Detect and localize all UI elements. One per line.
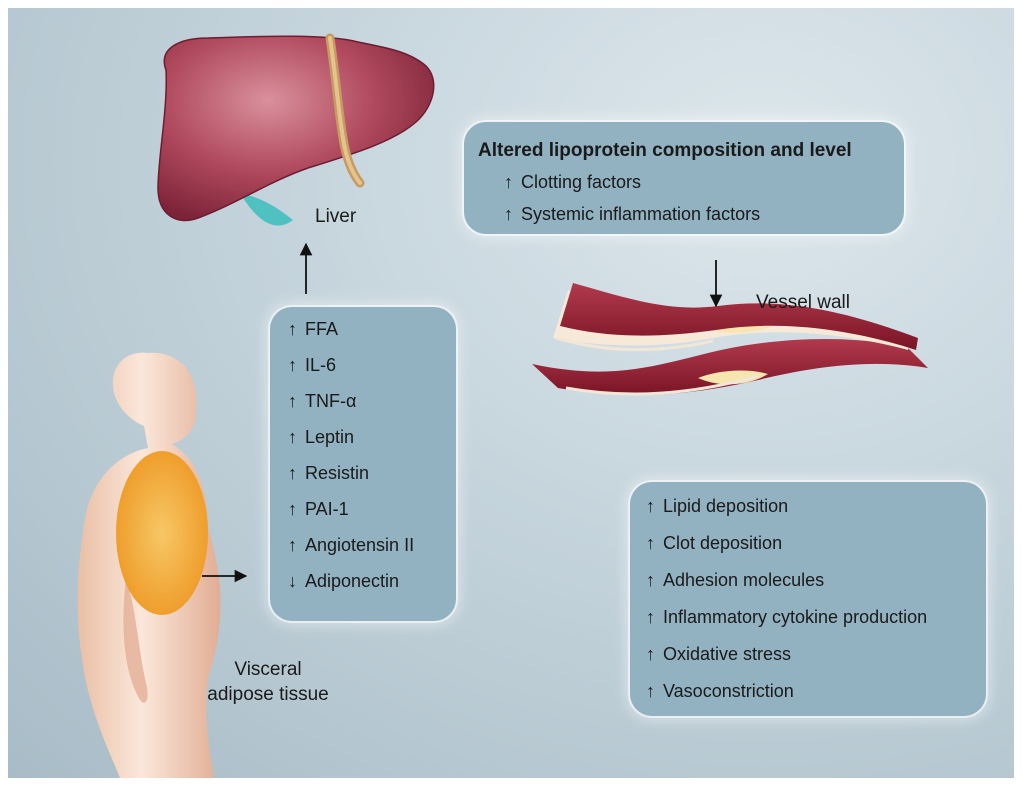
list-item: ↓Adiponectin	[288, 572, 399, 590]
human-figure	[78, 353, 221, 778]
adipose-label-line2: adipose tissue	[193, 683, 343, 708]
direction-arrow-icon: ↑	[288, 356, 305, 374]
item-text: Inflammatory cytokine production	[663, 607, 927, 627]
direction-arrow-icon: ↓	[288, 572, 305, 590]
list-item: ↑FFA	[288, 320, 338, 338]
list-item: ↑TNF-α	[288, 392, 356, 410]
item-text: IL-6	[305, 355, 336, 375]
item-text: Resistin	[305, 463, 369, 483]
list-item: ↑Resistin	[288, 464, 369, 482]
item-text: Vasoconstriction	[663, 681, 794, 701]
list-item: ↑Adhesion molecules	[646, 571, 824, 589]
item-text: Clot deposition	[663, 533, 782, 553]
direction-arrow-icon: ↑	[646, 608, 663, 626]
item-text: Oxidative stress	[663, 644, 791, 664]
item-text: Leptin	[305, 427, 354, 447]
direction-arrow-icon: ↑	[288, 500, 305, 518]
liver-shape	[158, 36, 434, 220]
liver-label: Liver	[315, 205, 356, 230]
vessel-illustration	[532, 283, 928, 395]
adipose-label: Visceral adipose tissue	[193, 658, 343, 707]
vessel-effects-box: ↑Lipid deposition ↑Clot deposition ↑Adhe…	[630, 482, 986, 716]
direction-arrow-icon: ↑	[646, 534, 663, 552]
vessel-wall-label: Vessel wall	[756, 291, 850, 316]
gallbladder	[240, 193, 293, 226]
list-item: ↑Vasoconstriction	[646, 682, 794, 700]
item-text: PAI-1	[305, 499, 349, 519]
list-item: ↑Systemic inflammation factors	[504, 205, 760, 223]
direction-arrow-icon: ↑	[504, 205, 521, 223]
direction-arrow-icon: ↑	[288, 392, 305, 410]
visceral-fat	[116, 451, 208, 615]
direction-arrow-icon: ↑	[646, 571, 663, 589]
direction-arrow-icon: ↑	[288, 536, 305, 554]
adipose-factors-box: ↑FFA ↑IL-6 ↑TNF-α ↑Leptin ↑Resistin ↑PAI…	[270, 307, 456, 621]
lipoprotein-box: Altered lipoprotein composition and leve…	[464, 122, 904, 234]
list-item: ↑PAI-1	[288, 500, 349, 518]
item-text: TNF-α	[305, 391, 356, 411]
list-item: ↑Angiotensin II	[288, 536, 414, 554]
item-text: Adhesion molecules	[663, 570, 824, 590]
list-item: ↑Clot deposition	[646, 534, 782, 552]
list-item: ↑Oxidative stress	[646, 645, 791, 663]
item-text: Adiponectin	[305, 571, 399, 591]
list-item: ↑Lipid deposition	[646, 497, 788, 515]
liver-illustration	[158, 36, 434, 225]
direction-arrow-icon: ↑	[288, 464, 305, 482]
diagram-figure: Liver Vessel wall Visceral adipose tissu…	[8, 8, 1014, 778]
list-item: ↑IL-6	[288, 356, 336, 374]
item-text: Systemic inflammation factors	[521, 204, 760, 224]
item-text: Lipid deposition	[663, 496, 788, 516]
list-item: ↑Leptin	[288, 428, 354, 446]
direction-arrow-icon: ↑	[646, 645, 663, 663]
item-text: FFA	[305, 319, 338, 339]
direction-arrow-icon: ↑	[288, 320, 305, 338]
lipoprotein-box-title: Altered lipoprotein composition and leve…	[478, 140, 852, 162]
item-text: Clotting factors	[521, 172, 641, 192]
list-item: ↑Inflammatory cytokine production	[646, 608, 927, 626]
direction-arrow-icon: ↑	[646, 497, 663, 515]
direction-arrow-icon: ↑	[288, 428, 305, 446]
direction-arrow-icon: ↑	[504, 173, 521, 191]
direction-arrow-icon: ↑	[646, 682, 663, 700]
adipose-label-line1: Visceral	[193, 658, 343, 683]
item-text: Angiotensin II	[305, 535, 414, 555]
list-item: ↑Clotting factors	[504, 173, 641, 191]
